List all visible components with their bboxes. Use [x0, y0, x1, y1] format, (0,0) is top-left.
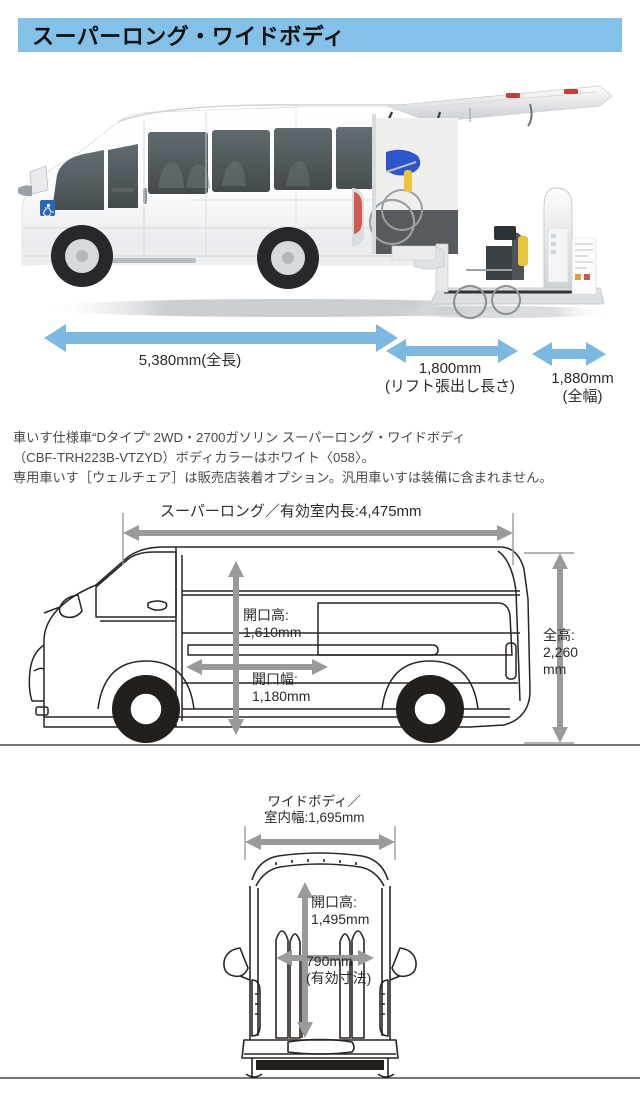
dimension-label-overall-width: 1,880mm (全幅): [551, 370, 614, 406]
cargo-interior: [368, 114, 458, 254]
side-view-wheels: [112, 675, 464, 743]
label-opening-height: 開口高: 1,610mm: [243, 607, 302, 640]
van-windows: [52, 127, 392, 210]
arrow-overall-width: [532, 342, 606, 366]
spec-note-line-2: （CBF-TRH223B-VTZYD）ボディカラーはホワイト〈058〉。: [13, 450, 375, 466]
page-header-bar: スーパーロング・ワイドボディ: [18, 18, 622, 52]
arrow-lift-extension: [386, 339, 518, 363]
label-opening-width: 開口幅: 1,180mm: [252, 671, 311, 704]
label-rear-effective-width: 790mm (有効寸法): [306, 953, 372, 986]
van-details: [18, 112, 440, 263]
wheelchair-on-lift: [452, 226, 528, 320]
label-rear-opening-height: 開口高: 1,495mm: [311, 894, 370, 927]
wheelchair-lift: [391, 187, 605, 320]
rear-view-extension-lines: [244, 826, 396, 860]
arrow-interior-length: [123, 525, 513, 541]
arrow-opening-height: [228, 561, 244, 735]
tail-lamp: [352, 188, 364, 246]
arrow-opening-width: [186, 659, 328, 675]
arrow-overall-height: [552, 553, 568, 743]
dimension-label-lift-extension: 1,800mm (リフト張出し長さ): [385, 360, 515, 396]
van-wheels: [51, 225, 319, 289]
arrow-overall-length: [44, 324, 398, 352]
rear-view-underbody: [256, 1060, 384, 1070]
wheelchair-accessibility-badge: [40, 200, 55, 217]
spec-note-line-1: 車いす仕様車“Dタイプ” 2WD・2700ガソリン スーパーロング・ワイドボディ: [13, 430, 466, 445]
specification-note: 車いす仕様車“Dタイプ” 2WD・2700ガソリン スーパーロング・ワイドボディ…: [13, 428, 629, 488]
vehicle-photo: [0, 60, 640, 325]
arrow-effective-width: [276, 950, 374, 966]
label-interior-length: スーパーロング／有効室内長:4,475mm: [160, 503, 422, 520]
side-view-extension-lines: [122, 513, 574, 744]
dimension-label-overall-length: 5,380mm(全長): [138, 352, 242, 369]
photo-dimension-arrows: 5,380mm(全長) 1,800mm (リフト張出し長さ) 1,880mm (…: [0, 318, 640, 423]
page-title: スーパーロング・ワイドボディ: [32, 24, 346, 49]
rear-view-diagram: ワイドボディ／ 室内幅:1,695mm 開口高: 1,495mm 790mm (…: [0, 790, 640, 1088]
side-view-diagram: スーパーロング／有効室内長:4,475mm 開口高: 1,610mm 開口幅: …: [0, 495, 640, 775]
arrow-body-width: [245, 834, 395, 850]
spec-note-line-3: 専用車いす［ウェルチェア］は販売店装着オプション。汎用車いすは装備に含まれません…: [13, 470, 553, 486]
label-overall-height: 全高: 2,260 mm: [543, 627, 579, 677]
label-body-width: ワイドボディ／ 室内幅:1,695mm: [264, 794, 365, 826]
